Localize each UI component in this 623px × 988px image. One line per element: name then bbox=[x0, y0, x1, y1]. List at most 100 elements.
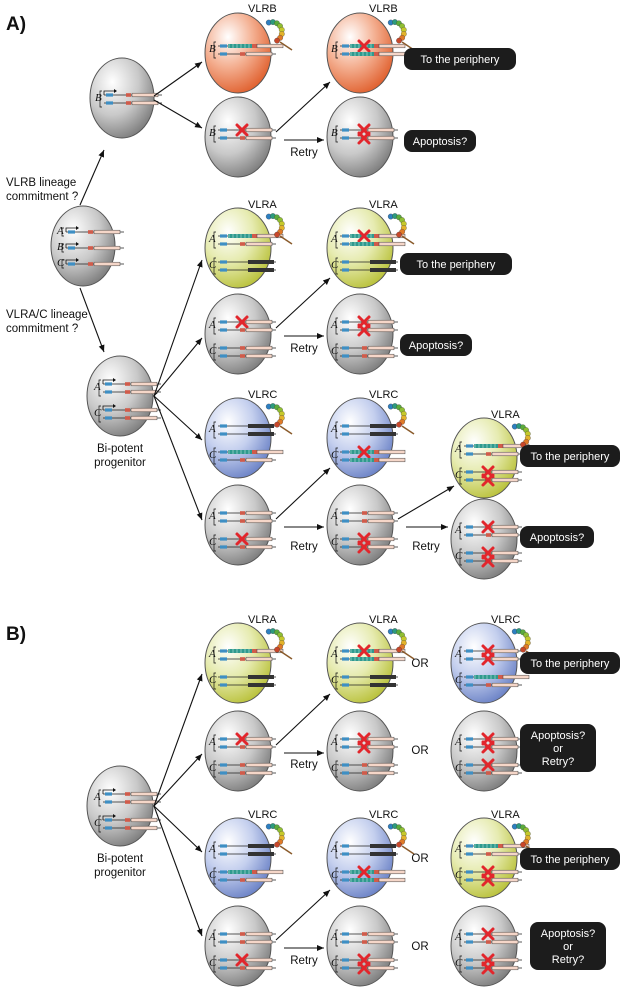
gene-line bbox=[464, 652, 522, 666]
outcome-text: Apoptosis? bbox=[531, 730, 585, 742]
outcome-box: To the periphery bbox=[520, 848, 620, 870]
gene-line bbox=[218, 656, 276, 662]
outcome-box: Apoptosis? bbox=[400, 334, 472, 356]
receptor-label: VLRA bbox=[248, 199, 277, 211]
gene-line bbox=[464, 451, 522, 457]
gene-line bbox=[218, 353, 276, 359]
vlr-receptor-icon bbox=[387, 628, 415, 660]
gene-line bbox=[65, 242, 124, 251]
mutation-cross bbox=[357, 865, 371, 879]
cell-blue: AC bbox=[326, 817, 415, 899]
mutation-cross bbox=[481, 873, 495, 887]
outcome-box: Apoptosis? bbox=[520, 526, 594, 548]
locus-label: C bbox=[331, 536, 339, 548]
gene-line bbox=[102, 788, 161, 797]
arrow bbox=[397, 485, 455, 520]
gene-line bbox=[218, 260, 276, 264]
cell-gray: ABC bbox=[50, 205, 124, 287]
gene-line bbox=[340, 260, 398, 264]
outcome-text: Retry? bbox=[542, 756, 574, 768]
mutation-cross bbox=[235, 732, 249, 746]
cell-gray: AC bbox=[204, 293, 276, 375]
locus-label: C bbox=[209, 536, 217, 548]
locus-label: A bbox=[330, 423, 338, 435]
gene-line bbox=[464, 873, 522, 887]
arrow bbox=[275, 467, 331, 520]
gene-line bbox=[464, 770, 522, 776]
mutation-cross bbox=[357, 961, 371, 975]
vlrb-commitment-label: commitment ? bbox=[6, 191, 78, 203]
gene-line bbox=[340, 345, 398, 351]
mutation-cross bbox=[481, 473, 495, 487]
cell-yellow: AC bbox=[326, 622, 415, 704]
gene-line bbox=[65, 258, 124, 267]
gene-line bbox=[218, 683, 276, 687]
arrow bbox=[275, 889, 331, 941]
mutation-cross bbox=[235, 123, 249, 137]
mutation-cross bbox=[481, 740, 495, 754]
gene-line bbox=[218, 770, 276, 776]
cells-layer: ABCBBBBBACACACACACACACACACACACACACACACAC… bbox=[50, 12, 539, 987]
vlr-receptor-icon bbox=[387, 403, 415, 435]
locus-label: A bbox=[454, 648, 462, 660]
retry-label: Retry bbox=[412, 541, 440, 553]
outcome-text: To the periphery bbox=[531, 658, 610, 670]
cell-gray: B bbox=[326, 96, 398, 178]
gene-line bbox=[218, 953, 276, 967]
gene-line bbox=[340, 675, 398, 679]
gene-line bbox=[340, 353, 398, 359]
gene-line bbox=[340, 762, 398, 768]
gene-line bbox=[218, 123, 276, 137]
retry-label: Retry bbox=[290, 955, 318, 967]
outcome-box: To the periphery bbox=[520, 445, 620, 467]
mutation-cross bbox=[481, 927, 495, 941]
gene-line bbox=[218, 518, 276, 524]
cell-gray: AC bbox=[326, 484, 398, 566]
locus-label: A bbox=[208, 319, 216, 331]
locus-label: C bbox=[455, 674, 463, 686]
locus-label: C bbox=[331, 674, 339, 686]
gene-line bbox=[464, 532, 522, 538]
mutation-cross bbox=[235, 953, 249, 967]
gene-line bbox=[464, 554, 522, 568]
gene-line bbox=[340, 424, 398, 428]
gene-line bbox=[464, 682, 522, 688]
gene-line bbox=[464, 927, 522, 941]
bipotent-label: Bi-potent bbox=[97, 853, 144, 865]
receptor-label: VLRC bbox=[369, 389, 398, 401]
locus-label: C bbox=[94, 817, 102, 829]
locus-label: A bbox=[330, 648, 338, 660]
locus-label: C bbox=[94, 407, 102, 419]
gene-line bbox=[340, 268, 398, 272]
locus-label: B bbox=[95, 92, 102, 104]
mutation-cross bbox=[481, 758, 495, 772]
cell-yellow: AC bbox=[450, 417, 539, 499]
gene-line bbox=[340, 457, 406, 463]
gene-line bbox=[464, 851, 522, 857]
locus-label: A bbox=[208, 931, 216, 943]
gene-line bbox=[340, 131, 398, 145]
gene-line bbox=[340, 432, 398, 436]
gene-line bbox=[218, 268, 276, 272]
gene-line bbox=[102, 378, 161, 387]
cell-gray: AC bbox=[86, 765, 161, 847]
mutation-cross bbox=[481, 961, 495, 975]
locus-label: B bbox=[209, 43, 216, 55]
or-label: OR bbox=[411, 658, 428, 670]
outcome-text: Apoptosis? bbox=[409, 340, 463, 352]
gene-line bbox=[218, 762, 276, 768]
arrow bbox=[153, 61, 203, 97]
locus-label: A bbox=[454, 931, 462, 943]
receptor-label: VLRC bbox=[369, 809, 398, 821]
outcome-text: Retry? bbox=[552, 954, 584, 966]
gene-line bbox=[218, 449, 284, 455]
vlr-receptor-icon bbox=[265, 213, 293, 245]
locus-label: C bbox=[455, 550, 463, 562]
gene-line bbox=[340, 740, 398, 754]
cell-gray: AC bbox=[450, 710, 522, 792]
mutation-cross bbox=[235, 532, 249, 546]
locus-label: C bbox=[331, 449, 339, 461]
arrow bbox=[153, 805, 203, 937]
locus-label: C bbox=[331, 259, 339, 271]
arrow bbox=[153, 673, 203, 807]
